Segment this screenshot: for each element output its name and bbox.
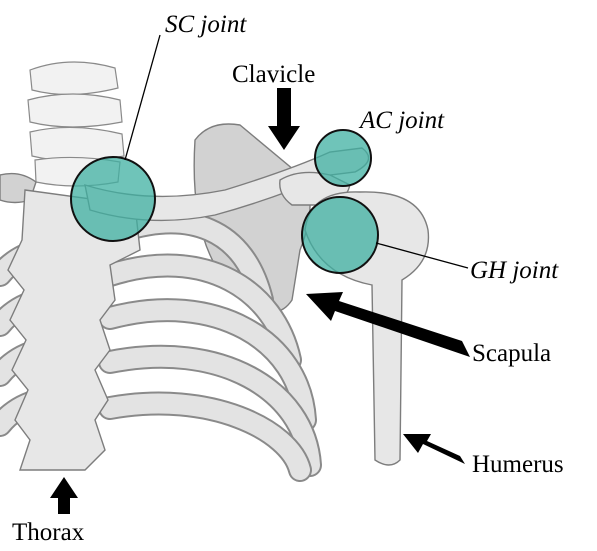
clavicle-arrow	[268, 88, 300, 150]
humerus-arrow	[403, 434, 465, 464]
thorax-arrow	[50, 477, 78, 514]
sc-joint-marker	[71, 157, 155, 241]
clavicle-label: Clavicle	[232, 61, 315, 88]
humerus-label: Humerus	[472, 451, 564, 478]
gh-joint-marker	[302, 197, 378, 273]
scapula-label: Scapula	[472, 340, 551, 367]
thorax-label: Thorax	[12, 519, 85, 546]
gh-joint-label: GH joint	[470, 257, 559, 284]
ac-joint-marker	[315, 130, 371, 186]
ac-joint-label: AC joint	[358, 107, 445, 134]
sc-joint-leader	[125, 35, 160, 160]
sc-joint-label: SC joint	[165, 11, 247, 38]
